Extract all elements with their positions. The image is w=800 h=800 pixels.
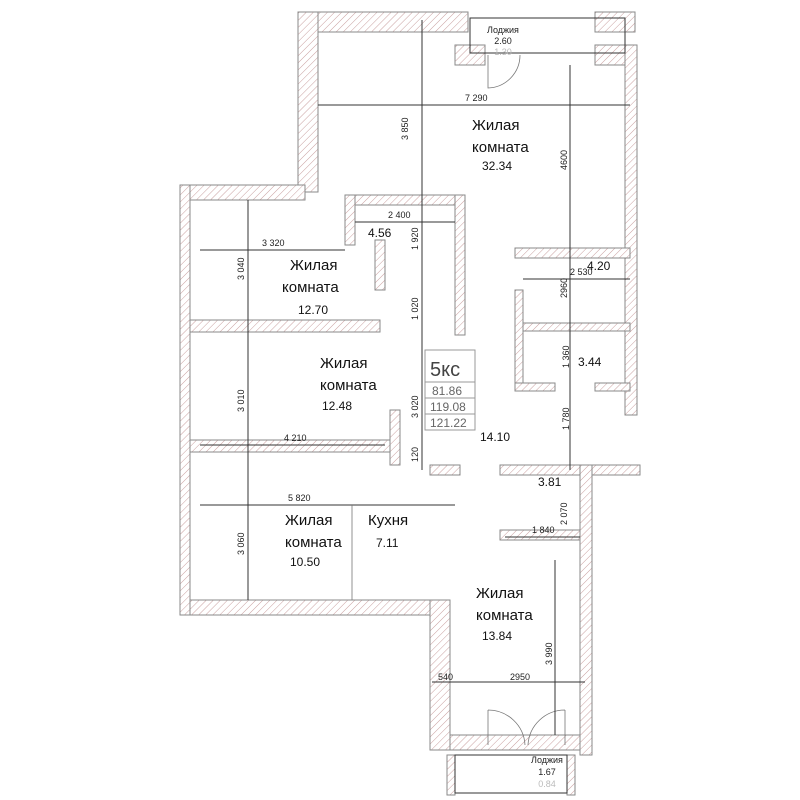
room-area: 7.11: [376, 536, 399, 550]
loggia-bottom-label: Лоджия: [531, 755, 563, 765]
doors: [487, 54, 566, 746]
living-area: 81.86: [432, 384, 462, 398]
loggia-bottom-area-reduced: 0.84: [538, 779, 556, 789]
svg-text:4.56: 4.56: [368, 226, 392, 240]
svg-text:1 920: 1 920: [410, 227, 420, 250]
svg-text:Жилая: Жилая: [476, 585, 523, 602]
svg-text:Жилая: Жилая: [285, 512, 332, 529]
room-kitchen: Кухня 7.11: [368, 512, 408, 550]
svg-text:120: 120: [410, 447, 420, 462]
room-area: 10.50: [290, 555, 320, 569]
svg-text:1 840: 1 840: [532, 525, 555, 535]
svg-text:2960: 2960: [559, 278, 569, 298]
svg-text:комната: комната: [476, 607, 533, 624]
room-area: 13.84: [482, 629, 512, 643]
svg-text:2950: 2950: [510, 672, 530, 682]
loggia-top-area: 2.60: [494, 36, 512, 46]
svg-text:4600: 4600: [559, 150, 569, 170]
svg-text:3 320: 3 320: [262, 238, 285, 248]
total-area: 119.08: [430, 400, 466, 414]
svg-text:540: 540: [438, 672, 453, 682]
small-room-areas: 4.56 4.20 3.44 14.10 3.81: [368, 226, 611, 489]
svg-text:2 400: 2 400: [388, 210, 411, 220]
walls: [179, 11, 641, 796]
svg-text:3.44: 3.44: [578, 355, 602, 369]
svg-text:4.20: 4.20: [587, 259, 611, 273]
loggia-top: Лоджия 2.60 1.30: [487, 25, 519, 57]
svg-text:5 820: 5 820: [288, 493, 311, 503]
svg-text:3.81: 3.81: [538, 475, 562, 489]
svg-text:3 040: 3 040: [236, 257, 246, 280]
svg-text:Жилая: Жилая: [320, 355, 367, 372]
svg-text:Жилая: Жилая: [290, 257, 337, 274]
room-living-2: Жилая комната 12.70: [282, 257, 339, 317]
svg-text:комната: комната: [285, 534, 342, 551]
room-area: 12.70: [298, 303, 328, 317]
room-living-1: Жилая комната 32.34: [472, 117, 529, 173]
loggia-top-area-reduced: 1.30: [494, 47, 512, 57]
svg-text:14.10: 14.10: [480, 430, 510, 444]
room-living-4: Жилая комната 10.50: [285, 512, 342, 569]
svg-text:Кухня: Кухня: [368, 512, 408, 529]
room-area: 32.34: [482, 159, 512, 173]
loggia-frames: [454, 17, 626, 794]
room-living-3: Жилая комната 12.48: [320, 355, 377, 413]
svg-text:3 010: 3 010: [236, 389, 246, 412]
loggia-bottom: Лоджия 1.67 0.84: [531, 755, 563, 789]
svg-text:Жилая: Жилая: [472, 117, 519, 134]
total-area-with-loggia: 121.22: [430, 416, 467, 430]
svg-text:комната: комната: [282, 279, 339, 296]
svg-text:комната: комната: [472, 139, 529, 156]
apartment-type: 5кс: [430, 359, 460, 381]
svg-text:4 210: 4 210: [284, 433, 307, 443]
svg-text:3 060: 3 060: [236, 532, 246, 555]
svg-text:1 780: 1 780: [561, 407, 571, 430]
svg-text:7 290: 7 290: [465, 93, 488, 103]
room-area: 12.48: [322, 399, 352, 413]
svg-text:3 990: 3 990: [544, 642, 554, 665]
dimension-lines: [200, 20, 630, 735]
room-living-5: Жилая комната 13.84: [476, 585, 533, 643]
svg-text:2 530: 2 530: [570, 267, 593, 277]
svg-text:3 850: 3 850: [400, 117, 410, 140]
svg-text:1 020: 1 020: [410, 297, 420, 320]
svg-text:3 020: 3 020: [410, 395, 420, 418]
loggia-bottom-area: 1.67: [538, 767, 556, 777]
svg-text:2 070: 2 070: [559, 502, 569, 525]
svg-text:комната: комната: [320, 377, 377, 394]
dimension-labels: 7 290 3 850 4600 2 400 1 920 3 320 3 040…: [236, 93, 593, 682]
apartment-summary: 5кс 81.86 119.08 121.22: [424, 349, 476, 431]
svg-text:1 360: 1 360: [561, 345, 571, 368]
loggia-top-label: Лоджия: [487, 25, 519, 35]
